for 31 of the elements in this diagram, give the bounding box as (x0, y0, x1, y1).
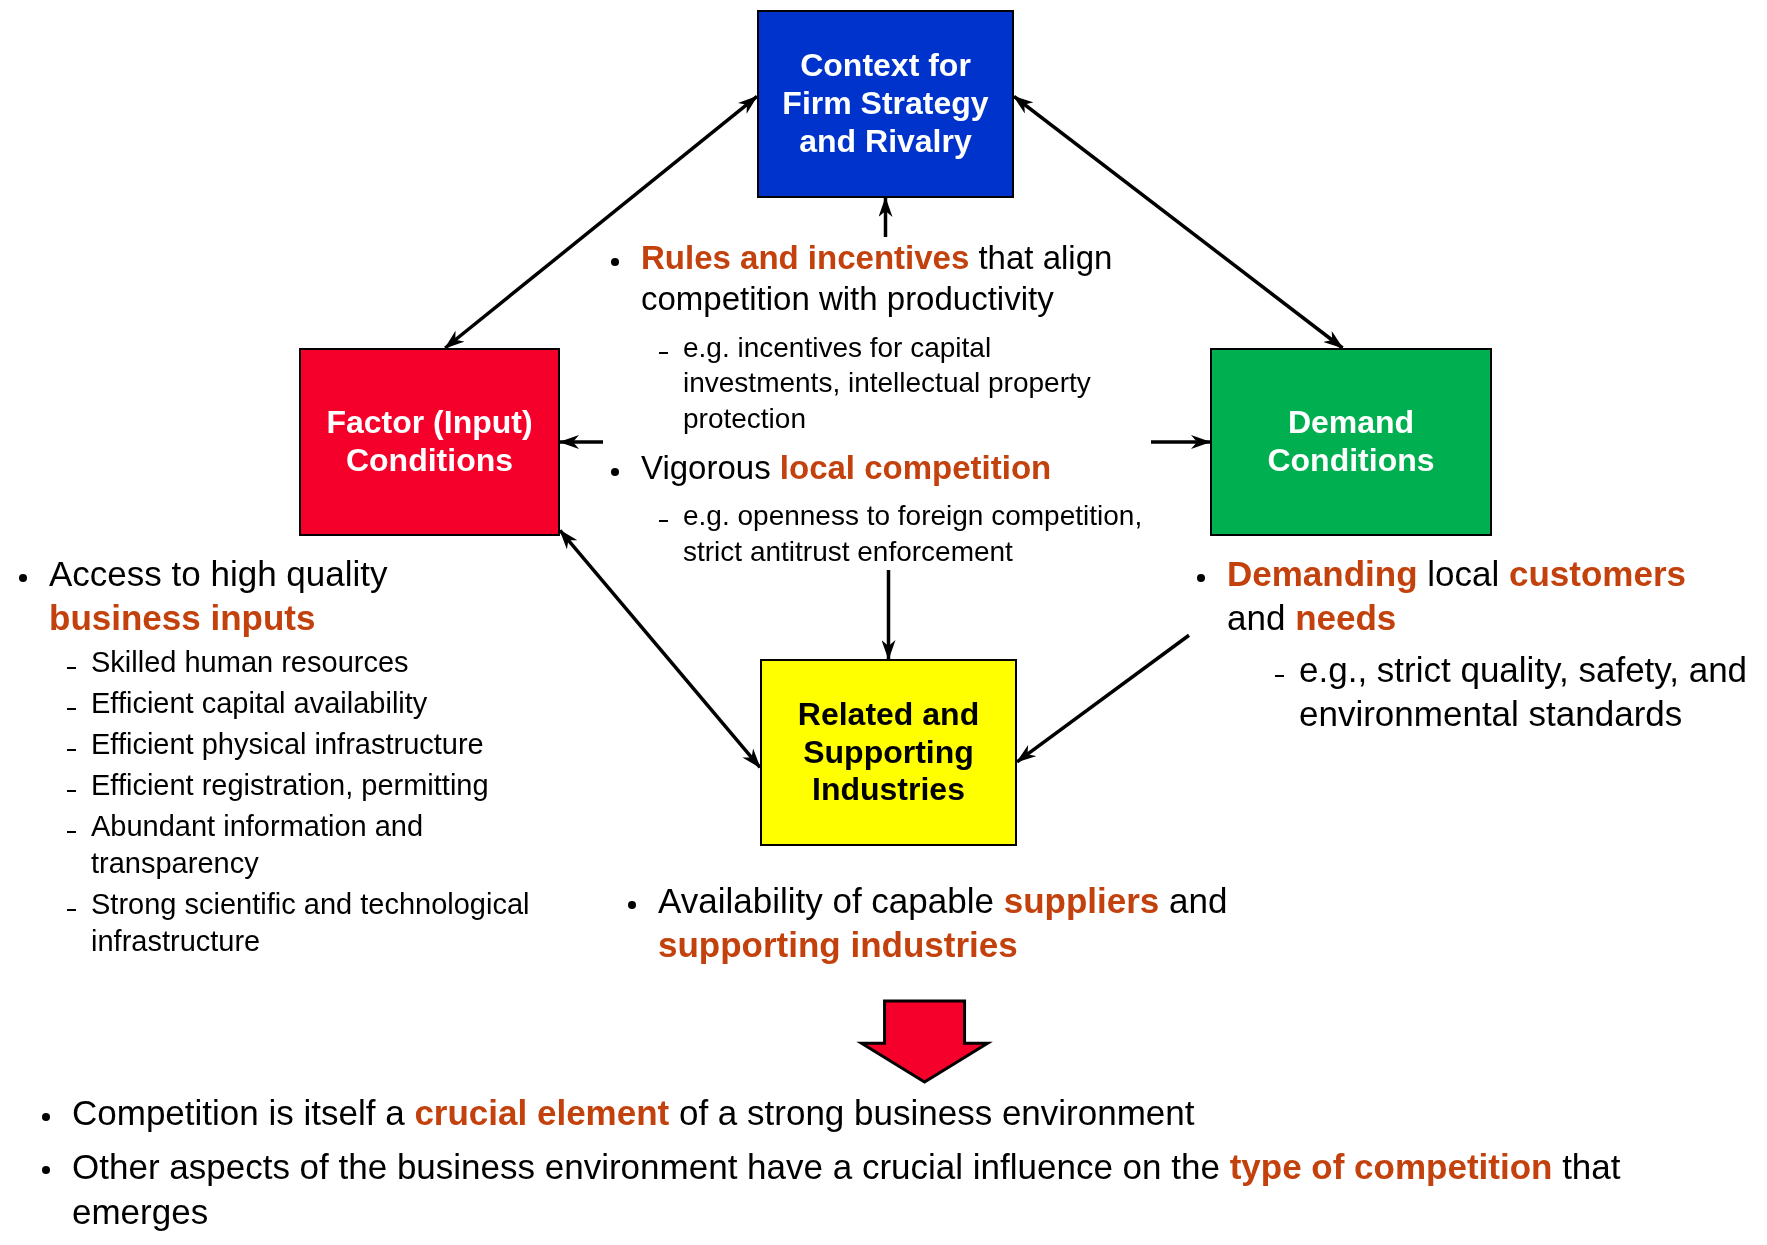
box-title: Factor (Input) Conditions (325, 404, 534, 480)
arrow (444, 95, 759, 350)
sub-bullet-text: Efficient registration, permitting (11, 766, 559, 804)
arrow (881, 570, 896, 660)
sub-bullet-text: Strong scientific and technological infrastructure (11, 886, 559, 961)
sub-bullet-text: e.g. incentives for capital investments, intellectual property protection (603, 329, 1151, 437)
bullet-text: Competition is itself a crucial element of a strong business environment (34, 1090, 1759, 1136)
box-title: Demand Conditions (1266, 404, 1436, 480)
sub-bullet-text: e.g. openness to foreign competition, strict antitrust enforcement (603, 498, 1151, 570)
arrow (559, 435, 603, 449)
bullet-text: Demanding local customers and needs (1189, 552, 1729, 640)
box-title: Context for Firm Strategy and Rivalry (781, 47, 990, 161)
box-title: Related and Supporting Industries (796, 695, 981, 810)
arrow (558, 529, 762, 769)
bullet-text: Availability of capable suppliers and supporting industries (620, 879, 1340, 967)
sub-bullet-text: e.g., strict quality, safety, and environmental standards (1189, 647, 1761, 738)
sub-bullet-text: Skilled human resources (11, 643, 559, 681)
sub-bullet-text: Abundant information and transparency (11, 807, 559, 883)
sub-bullet-text: Efficient capital availability (11, 684, 559, 722)
factor-box (299, 348, 560, 536)
arrow (1151, 435, 1211, 449)
bullet-text: Rules and incentives that align competition with productivity (603, 237, 1151, 320)
block-arrow (856, 999, 993, 1084)
bullet-text: Vigorous local competition (603, 447, 1151, 489)
bullet-text: Other aspects of the business environment have a crucial influence on the type of competition that emerges (34, 1143, 1759, 1235)
arrow (878, 197, 893, 237)
industries-box (760, 659, 1017, 846)
bullet-text: Access to high quality business inputs (11, 552, 431, 640)
demand-box (1210, 348, 1492, 536)
sub-bullet-text: Efficient physical infrastructure (11, 725, 559, 763)
strategy-box (757, 10, 1014, 198)
